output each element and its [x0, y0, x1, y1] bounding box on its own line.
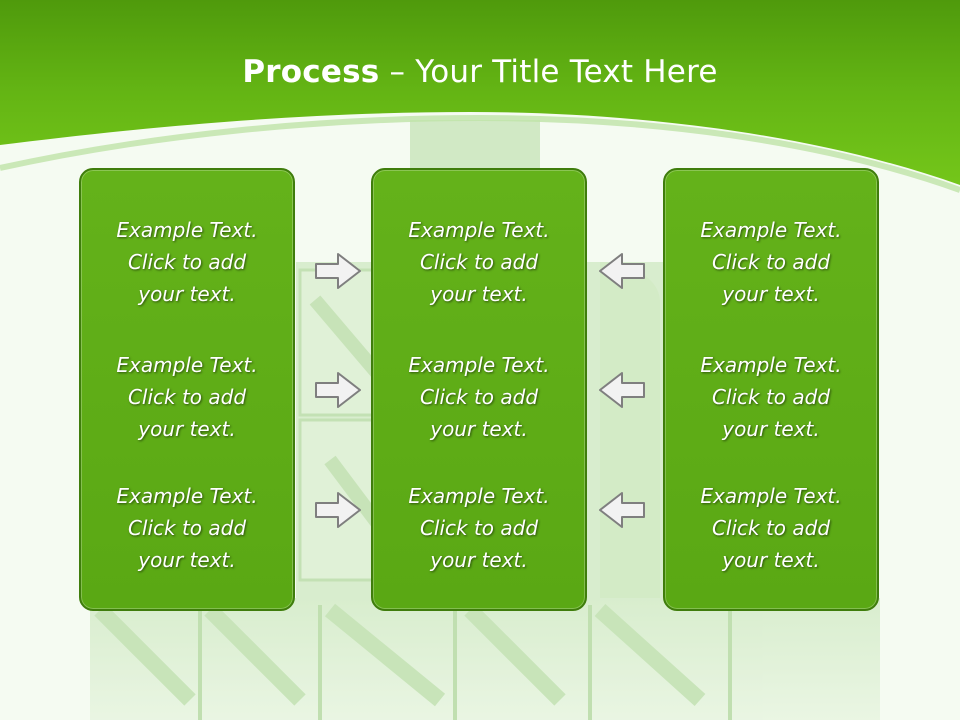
text-line: your text. — [430, 417, 528, 441]
text-line: your text. — [722, 417, 820, 441]
arrow-right-icon[interactable] — [314, 371, 362, 409]
text-block[interactable]: Example Text. Click to add your text. — [373, 214, 585, 310]
arrow-left-icon[interactable] — [598, 491, 646, 529]
arrow-left-icon[interactable] — [598, 371, 646, 409]
arrow-left-icon[interactable] — [598, 252, 646, 290]
text-line: Click to add — [419, 385, 539, 409]
text-line: Example Text. — [700, 484, 842, 508]
text-line: your text. — [138, 417, 236, 441]
text-line: Click to add — [711, 250, 831, 274]
arrow-right-icon[interactable] — [314, 491, 362, 529]
right-text-panel[interactable]: Example Text. Click to add your text. Ex… — [663, 168, 879, 611]
text-line: Example Text. — [408, 484, 550, 508]
text-block[interactable]: Example Text. Click to add your text. — [81, 349, 293, 445]
text-line: Example Text. — [116, 353, 258, 377]
text-line: your text. — [138, 282, 236, 306]
text-line: your text. — [430, 282, 528, 306]
text-block[interactable]: Example Text. Click to add your text. — [373, 349, 585, 445]
text-line: Example Text. — [116, 218, 258, 242]
text-line: your text. — [722, 282, 820, 306]
text-block[interactable]: Example Text. Click to add your text. — [665, 480, 877, 576]
text-line: your text. — [722, 548, 820, 572]
text-block[interactable]: Example Text. Click to add your text. — [81, 480, 293, 576]
left-text-panel[interactable]: Example Text. Click to add your text. Ex… — [79, 168, 295, 611]
text-line: Click to add — [711, 516, 831, 540]
text-line: your text. — [430, 548, 528, 572]
text-block[interactable]: Example Text. Click to add your text. — [81, 214, 293, 310]
text-line: Example Text. — [700, 353, 842, 377]
text-block[interactable]: Example Text. Click to add your text. — [373, 480, 585, 576]
text-block[interactable]: Example Text. Click to add your text. — [665, 214, 877, 310]
title-bold: Process — [242, 54, 380, 90]
text-line: Example Text. — [408, 353, 550, 377]
text-line: Click to add — [127, 385, 247, 409]
center-text-panel[interactable]: Example Text. Click to add your text. Ex… — [371, 168, 587, 611]
text-line: Click to add — [419, 250, 539, 274]
text-line: Click to add — [127, 250, 247, 274]
arrow-right-icon[interactable] — [314, 252, 362, 290]
text-line: Example Text. — [116, 484, 258, 508]
slide-title[interactable]: Process – Your Title Text Here — [0, 54, 960, 90]
text-block[interactable]: Example Text. Click to add your text. — [665, 349, 877, 445]
text-line: Example Text. — [700, 218, 842, 242]
text-line: Click to add — [127, 516, 247, 540]
text-line: Example Text. — [408, 218, 550, 242]
text-line: your text. — [138, 548, 236, 572]
title-rest: – Your Title Text Here — [379, 54, 718, 90]
text-line: Click to add — [711, 385, 831, 409]
text-line: Click to add — [419, 516, 539, 540]
